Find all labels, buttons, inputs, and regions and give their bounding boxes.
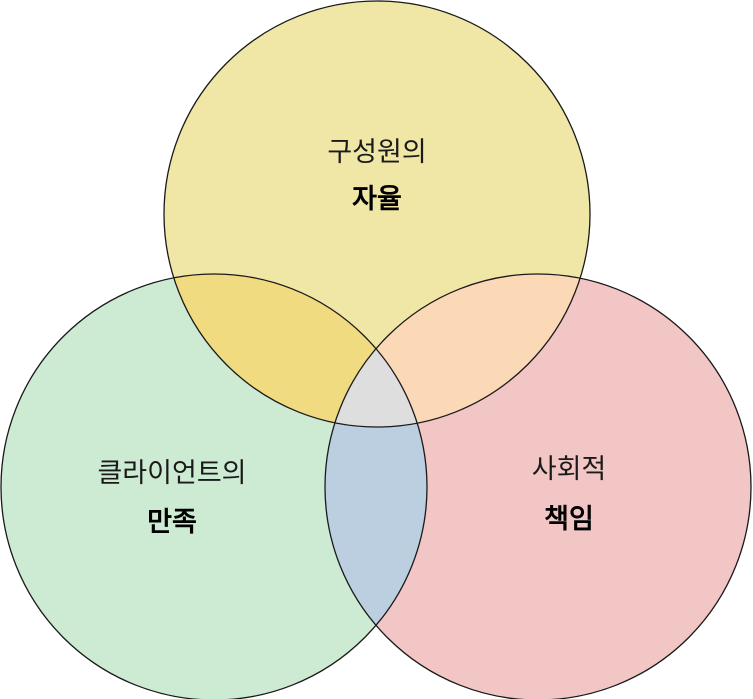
circle-left-outline bbox=[0, 273, 428, 699]
overlap-top-left bbox=[164, 274, 427, 427]
top-circle-label-line2: 자율 bbox=[352, 184, 402, 215]
right-circle-label-line1: 사회적 bbox=[532, 454, 607, 485]
left-circle-label-line2: 만족 bbox=[147, 507, 197, 538]
circle-right-outline bbox=[324, 273, 752, 699]
right-circle-label-line2: 책임 bbox=[544, 504, 594, 535]
overlap-top-right bbox=[325, 274, 590, 427]
left-circle-label-line1: 클라이언트의 bbox=[97, 458, 246, 489]
top-circle-label-line1: 구성원의 bbox=[327, 137, 426, 168]
circle-top-outline bbox=[163, 0, 591, 428]
